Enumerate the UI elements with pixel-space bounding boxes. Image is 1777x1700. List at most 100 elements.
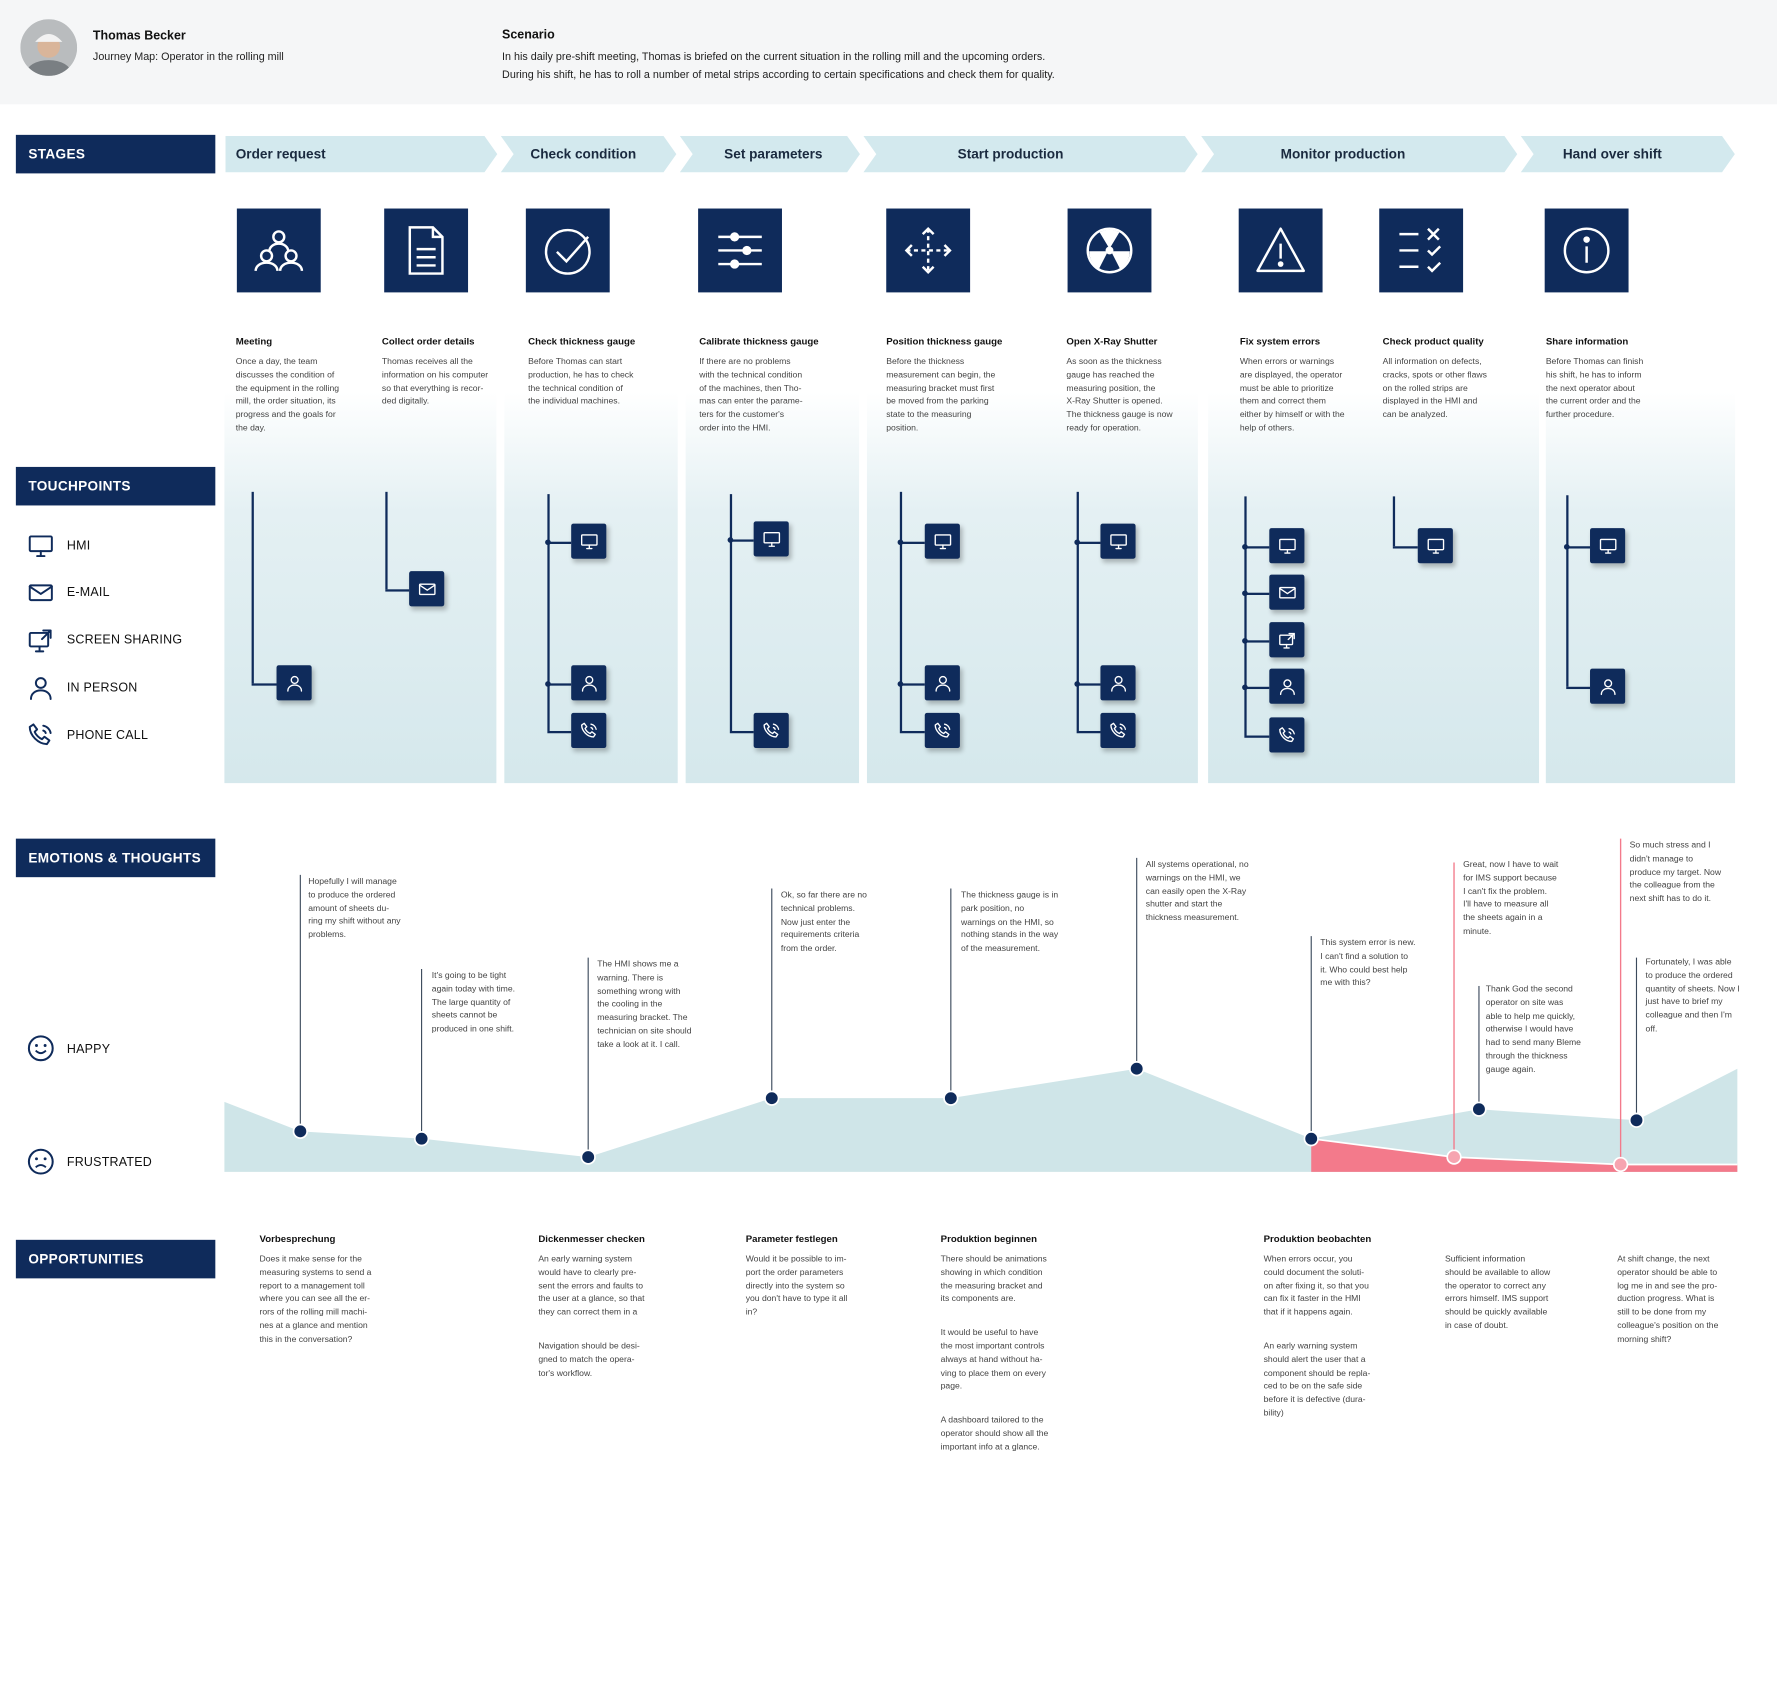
thought-line: It's going to be tight (431, 970, 507, 981)
opportunity-line: should alert the user that a (1263, 1354, 1366, 1365)
happy-label: HAPPY (66, 1042, 111, 1057)
thought-line: gauge again. (1485, 1063, 1536, 1075)
touchpoint-branch (547, 730, 572, 733)
person-icon (25, 672, 57, 704)
frustration-area (1311, 1138, 1738, 1172)
touchpoint-branch (1244, 735, 1270, 738)
header-band (0, 0, 1777, 105)
stage-label: Check condition (530, 146, 637, 163)
opportunity-line: measuring systems to send a (259, 1266, 372, 1277)
step-description-line: them and correct them (1239, 395, 1326, 407)
step-title: Share information (1545, 335, 1629, 347)
checkmark-circle-icon (525, 208, 610, 293)
step-description-line: measurement can begin, the (886, 369, 996, 380)
opportunity-line: always at hand without ha- (940, 1354, 1043, 1365)
opportunity-line: showing in which condition (940, 1266, 1043, 1277)
monitor-icon (924, 523, 960, 559)
thought-line: to produce the ordered (1645, 969, 1733, 981)
touchpoint-legend-label: HMI (66, 539, 91, 554)
person-icon (1590, 668, 1626, 704)
touchpoint-branch (899, 541, 925, 544)
touchpoint-branch (1392, 546, 1418, 548)
thought-line: the colleague from the (1629, 879, 1715, 891)
persona-avatar (20, 19, 78, 76)
touchpoint-junction (727, 537, 734, 543)
step-title: Meeting (235, 335, 273, 347)
step-description-line: X-Ray Shutter is opened. (1066, 395, 1163, 407)
opportunity-line: sent the errors and faults to (538, 1280, 644, 1291)
opportunity-line: port the order parameters (745, 1266, 844, 1277)
touchpoint-branch (1076, 541, 1101, 544)
touchpoint-junction (1242, 543, 1248, 550)
opportunity-line: the operator to correct any (1444, 1280, 1546, 1291)
touchpoint-branch (1566, 686, 1591, 689)
touchpoint-branch (547, 541, 572, 544)
emotion-point (1471, 1101, 1487, 1117)
opportunity-line: duction progress. What is (1617, 1293, 1715, 1304)
touchpoint-branch (729, 539, 754, 542)
opportunity-line: the most important controls (940, 1340, 1045, 1351)
monitor-icon (1417, 528, 1453, 564)
opportunity-title: Vorbesprechung (259, 1233, 336, 1245)
thought-line: for IMS support because (1463, 872, 1557, 883)
thought-line: sheets cannot be (431, 1010, 498, 1021)
touchpoint-legend-label: IN PERSON (66, 681, 138, 695)
thought-line: me with this? (1320, 977, 1371, 988)
touchpoint-branch (729, 730, 754, 733)
thought-line: Fortunately, I was able (1645, 956, 1732, 967)
frustration-point (1446, 1149, 1462, 1165)
thought-line: warnings on the HMI, we (1145, 872, 1241, 883)
monitor-icon (571, 523, 607, 559)
persona-subtitle: Journey Map: Operator in the rolling mil… (92, 50, 284, 64)
thought-line: The large quantity of (431, 996, 511, 1008)
person-icon (1100, 665, 1136, 701)
touchpoint-connector (729, 494, 732, 731)
stage-label: Start production (957, 146, 1064, 163)
thought-line: park position, no (961, 903, 1025, 914)
opportunity-line: in? (745, 1306, 758, 1318)
step-description-line: discusses the condition of (235, 369, 335, 380)
thought-text: Fortunately, I was able to produce the or… (1646, 955, 1759, 1035)
step-description-line: the technical condition of (528, 382, 623, 393)
step-description-line: must be able to prioritize (1239, 382, 1334, 393)
step-description-line: The thickness gauge is now (1066, 409, 1173, 420)
opportunity-line: colleague's position on the (1617, 1320, 1719, 1331)
step-description-line: mas can enter the parame- (699, 395, 803, 407)
thought-line: next shift has to do it. (1629, 893, 1712, 904)
touchpoint-legend-label: E-MAIL (66, 585, 110, 600)
touchpoint-branch (899, 730, 925, 733)
happy-face-icon (25, 1032, 57, 1064)
touchpoint-connector (547, 494, 550, 731)
step-description-line: either by himself or with the (1239, 409, 1345, 420)
thought-line: can easily open the X-Ray (1145, 885, 1247, 896)
step-description-line: When errors or warnings (1239, 355, 1335, 367)
opportunity-line: rors of the rolling mill machi- (259, 1306, 368, 1318)
step-description-line: Before Thomas can finish (1545, 355, 1644, 367)
thought-line: just have to brief my (1645, 996, 1723, 1007)
thought-line: through the thickness (1485, 1050, 1568, 1061)
opportunity-line: There should be animations (940, 1253, 1047, 1264)
thought-line: quantity of sheets. Now I (1645, 983, 1740, 994)
step-description-line: the current order and the (1545, 395, 1641, 407)
opportunity-line: where you can see all the er- (259, 1293, 371, 1304)
opportunity-line: Does it make sense for the (259, 1253, 362, 1264)
monitor-icon (1100, 523, 1136, 559)
step-description-line: progress and the goals for (235, 409, 336, 420)
monitor-icon (25, 530, 57, 562)
touchpoint-branch (899, 683, 925, 686)
thought-line: thickness measurement. (1145, 912, 1240, 923)
opportunity-line: Would it be possible to im- (745, 1253, 847, 1264)
opportunity-title: Parameter festlegen (745, 1233, 838, 1245)
move-arrows-icon (886, 208, 971, 293)
stage-label: Set parameters (724, 146, 823, 163)
screen-share-icon (25, 624, 57, 656)
thought-line: ring my shift without any (308, 916, 401, 927)
step-title: Open X-Ray Shutter (1066, 335, 1158, 347)
person-icon (924, 665, 960, 701)
mail-icon (25, 577, 57, 609)
opportunity-line: component should be repla- (1263, 1367, 1371, 1378)
thought-line: amount of sheets du- (308, 902, 390, 913)
